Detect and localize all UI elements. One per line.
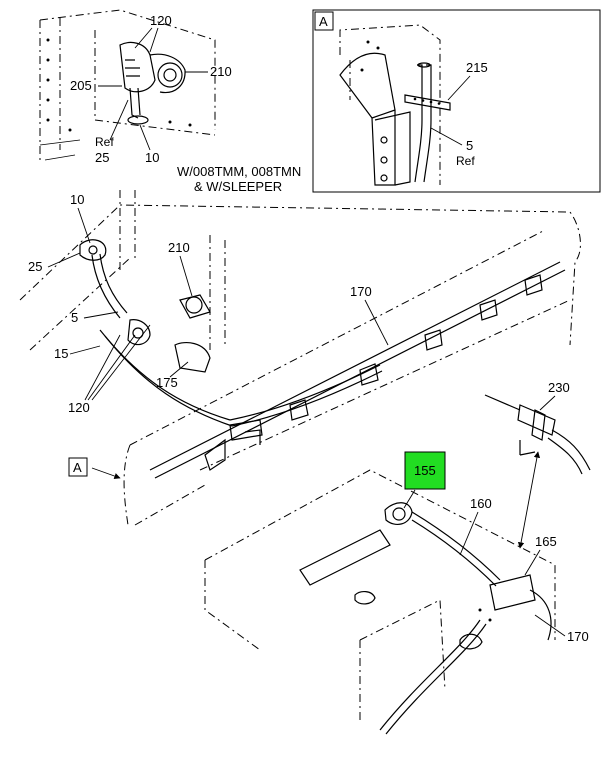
leader-15 [69,345,101,355]
callout-120-mid: 120 [68,400,90,415]
variant-note-line2: & W/SLEEPER [194,179,282,194]
callout-25-mid: 25 [28,259,42,274]
callout-120-top: 120 [150,13,172,28]
leader-175 [169,361,189,378]
callout-175: 175 [156,375,178,390]
callout-155-highlight [404,451,446,490]
leader-5-view [430,127,463,146]
leader-155 [403,489,416,509]
leader-160 [459,511,479,556]
callout-170-low: 170 [567,629,589,644]
detail-arrow [517,451,541,549]
lower-bracket-assembly [204,440,556,735]
callout-215: 215 [466,60,488,75]
view-a-arrow [91,467,121,480]
ref-label-top: Ref [95,135,114,149]
cab-wall-inset [39,9,216,161]
callout-230: 230 [548,380,570,395]
view-a-label-box [314,11,334,31]
callout-25-top: 25 [95,150,109,165]
callout-5-view: 5 [466,138,473,153]
leader-25-top [109,99,129,141]
callout-210-top: 210 [210,64,232,79]
leader-170-low [534,614,566,637]
leader-10-top [139,124,151,151]
leader-170-mid [364,299,389,346]
callout-15: 15 [54,346,68,361]
view-a-letter: A [319,14,328,29]
callout-10-mid: 10 [70,192,84,207]
callout-165: 165 [535,534,557,549]
variant-note-line1: W/008TMM, 008TMN [177,164,301,179]
connector-230 [484,394,591,475]
leader-10-mid [77,207,91,244]
leader-165 [524,549,541,576]
leader-25-mid [47,252,81,268]
view-a-bracket [339,24,451,186]
callout-160: 160 [470,496,492,511]
leader-120-top [134,27,159,53]
view-a-frame [312,9,601,193]
callout-170-mid: 170 [350,284,372,299]
leader-230 [539,395,556,411]
view-a-marker-box [68,457,88,477]
frame-rail-assembly [19,190,581,526]
callout-5-mid: 5 [71,310,78,325]
leader-5-mid [83,311,119,319]
leader-120-mid [84,324,151,401]
leader-210-mid [179,255,193,297]
view-a-marker-letter: A [73,460,82,475]
leader-215 [447,75,471,101]
callout-155: 155 [414,463,436,478]
callout-10-top: 10 [145,150,159,165]
callout-205: 205 [70,78,92,93]
ref-label-view: Ref [456,154,475,168]
callout-210-mid: 210 [168,240,190,255]
